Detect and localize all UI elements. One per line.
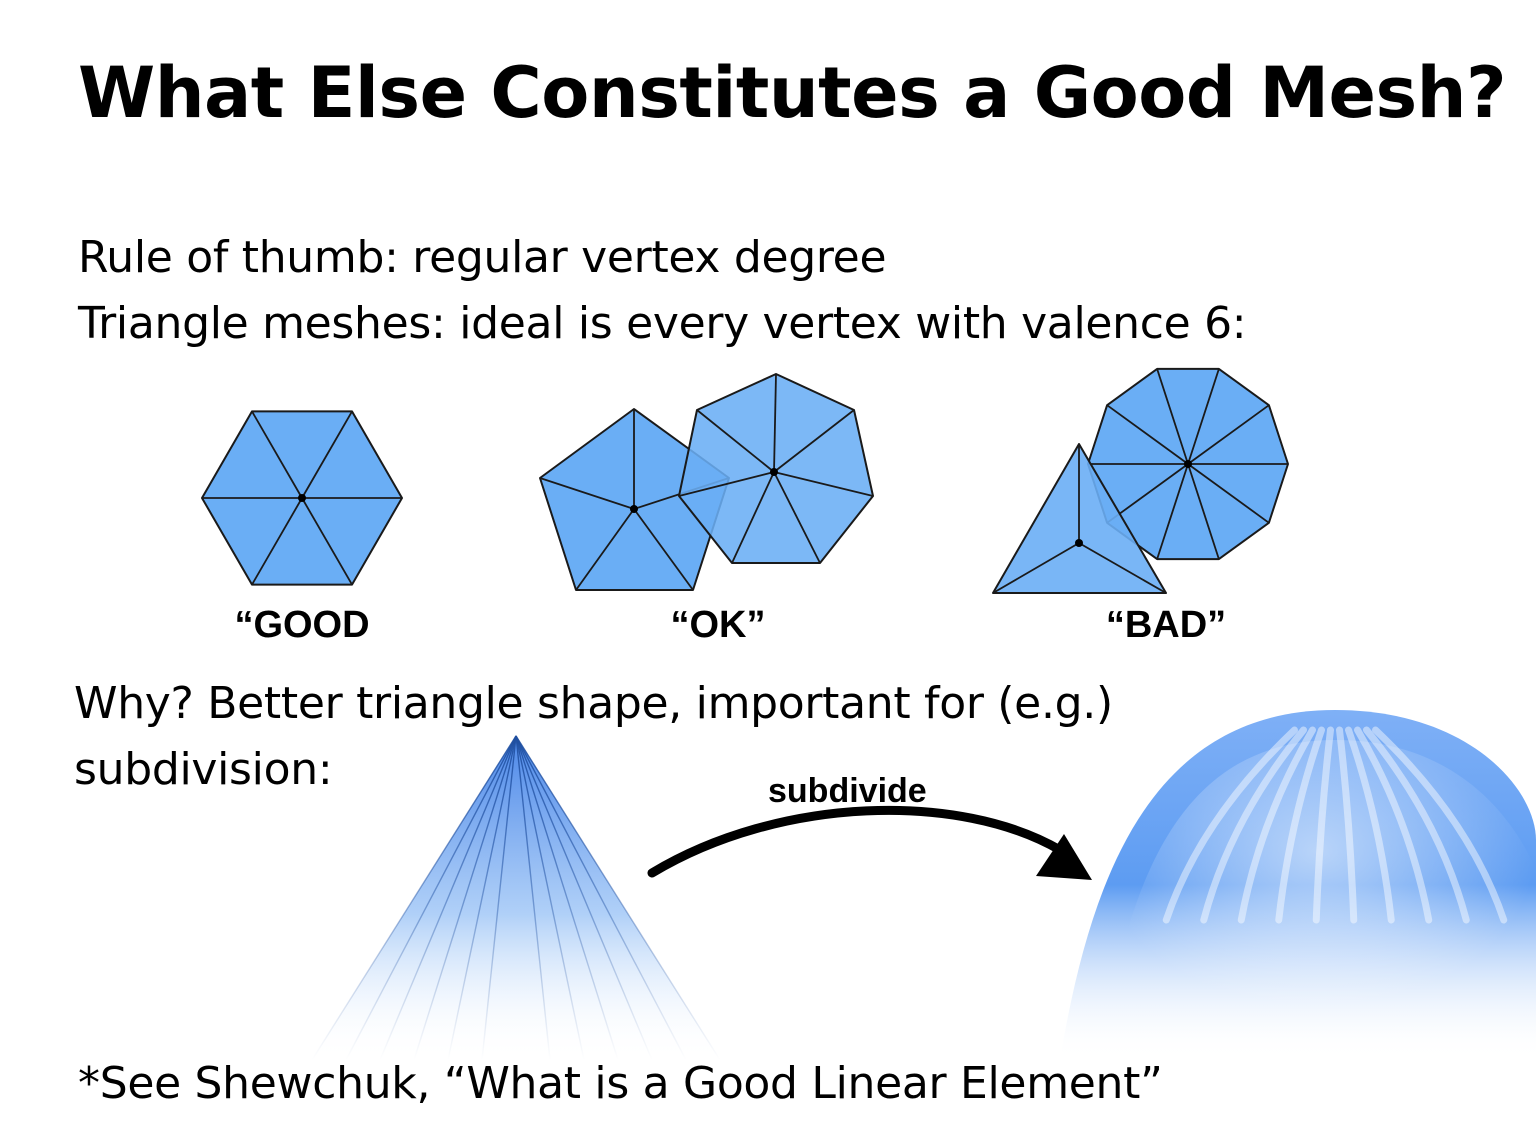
mesh-edge [731,471,775,564]
why-text-line-2: subdivision: [74,744,333,795]
ok-mesh-heptagon [678,373,874,564]
mesh-edge [773,409,855,473]
mesh-edge [301,410,353,499]
mesh-edge [251,497,303,586]
mesh-edge [1106,404,1189,465]
mesh-edge [1187,463,1220,560]
subdivide-arrow [647,805,1092,880]
subdivided-dome [1060,710,1536,1060]
cone-edge [447,735,517,1061]
mesh-edge [301,497,353,586]
mesh-edge [1106,463,1189,524]
mesh-face [678,373,874,564]
cone-edge [481,735,517,1061]
ok-label: “OK” [670,604,766,646]
mesh-edge [539,477,635,510]
cone-mesh [311,735,721,1061]
mesh-edge [992,542,1080,594]
cone-edge [515,735,687,1061]
mesh-edge [1078,542,1167,594]
cone-edge [515,735,653,1061]
cone-edge [515,735,721,1061]
rule-of-thumb-text: Rule of thumb: regular vertex degree [78,232,887,283]
cone-edge [413,735,517,1061]
mesh-edge [773,471,874,497]
cone-edge [515,735,619,1061]
dome-highlight [1354,726,1433,924]
mesh-edge [1187,368,1220,465]
dome-highlight [1200,726,1307,924]
dome-highlight [1336,726,1358,924]
center-vertex [1184,460,1192,468]
cone-edge [311,735,517,1061]
bad-mesh-decagon [1087,367,1289,561]
ok-mesh-pentagon [539,408,730,591]
why-text-line-1: Why? Better triangle shape, important fo… [74,678,1113,729]
mesh-edge [1156,368,1189,465]
center-vertex [1075,539,1083,547]
good-mesh-hexagon [201,410,403,586]
mesh-edge [633,508,694,591]
mesh-edge [1156,463,1189,560]
dome-highlight [1275,726,1325,924]
dome-highlight [1372,726,1508,924]
mesh-edge [575,508,635,591]
footnote-citation: *See Shewchuk, “What is a Good Linear El… [78,1058,1163,1109]
center-vertex [630,505,638,513]
cone-edge [515,735,551,1061]
good-label: “GOOD [234,604,370,646]
mesh-edge [1187,404,1270,465]
cone-edge [515,735,585,1061]
mesh-diagrams [201,367,1289,594]
mesh-edge [696,409,775,473]
subdivide-label: subdivide [768,772,927,810]
mesh-edge [678,471,775,497]
bad-label: “BAD” [1105,604,1227,646]
dome-highlight [1162,726,1298,924]
subdivision-illustration [311,710,1536,1061]
mesh-edge [1187,463,1270,524]
valence-text: Triangle meshes: ideal is every vertex w… [78,298,1247,349]
dome-highlight [1345,726,1395,924]
bad-mesh-triangle [992,443,1167,594]
dome-highlight [1312,726,1334,924]
slide-title: What Else Constitutes a Good Mesh? [78,52,1507,134]
cone-edge [345,735,517,1061]
center-vertex [770,468,778,476]
cone-edge [379,735,517,1061]
mesh-edge [773,373,777,473]
mesh-edge [773,471,821,564]
center-vertex [298,494,306,502]
mesh-edge [251,410,303,499]
dome-highlight [1237,726,1316,924]
dome-highlight [1363,726,1470,924]
